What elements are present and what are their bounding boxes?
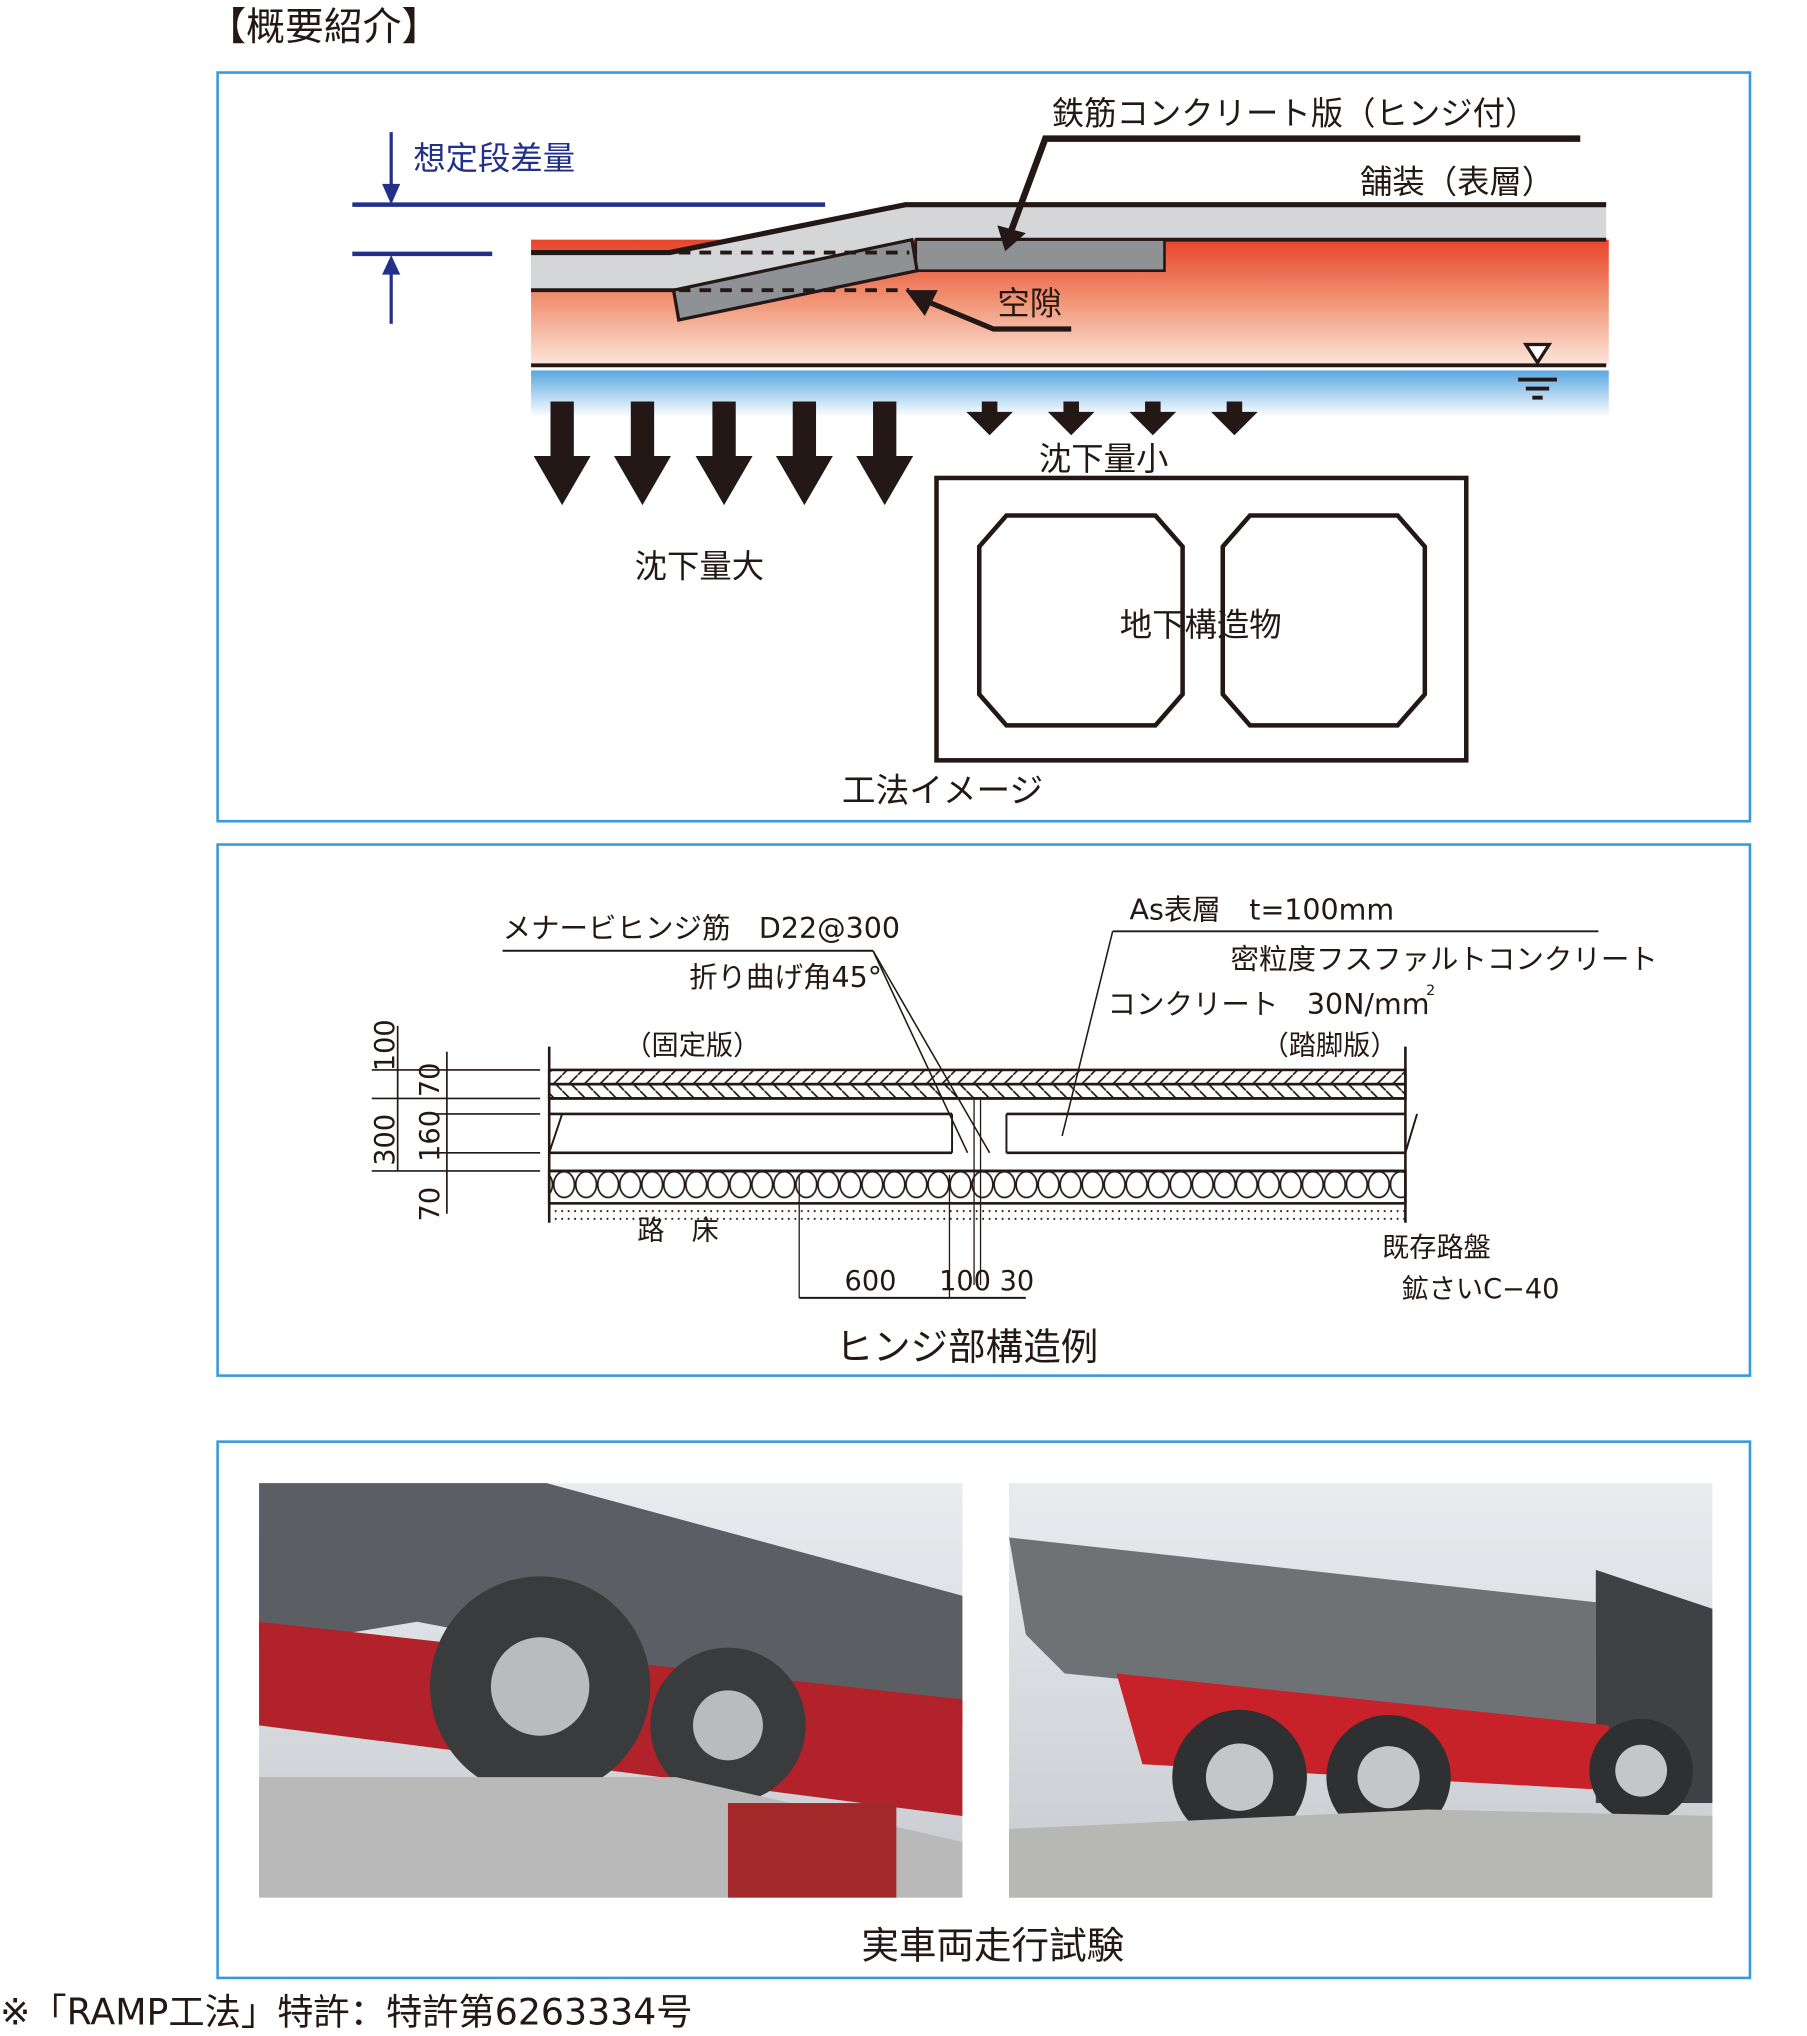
dim-100-30: 100 30 <box>939 1266 1034 1297</box>
hinge-section-panel: メナービヒンジ筋 D22@300 折り曲げ角45° As表層 t=100mm 密… <box>216 843 1752 1377</box>
slab-label: 鉄筋コンクリート版（ヒンジ付） <box>1052 94 1538 132</box>
photo-truck-side <box>1009 1483 1713 1898</box>
method-image-panel: 想定段差量 鉄筋コンクリート版（ヒンジ付） 舗装（表層） 空隙 <box>216 71 1752 823</box>
dim-160: 160 <box>415 1110 446 1162</box>
arrow-down-icon <box>695 401 753 506</box>
slab-leader <box>1007 135 1581 235</box>
base-material-label: 鉱さいC−40 <box>1402 1274 1560 1305</box>
structure-label: 地下構造物 <box>1120 606 1282 644</box>
step-marker <box>352 132 826 324</box>
photo-truck-closeup <box>259 1483 963 1898</box>
dim-70-bottom: 70 <box>415 1187 446 1222</box>
hinge-slab <box>914 238 1166 273</box>
underground-structure <box>934 475 1469 763</box>
dimension-lines <box>371 1025 541 1214</box>
concrete-unit-superscript: 2 <box>1426 983 1435 999</box>
small-settlement-arrows <box>966 401 1258 436</box>
vehicle-test-photos: 実車両走行試験 <box>259 1483 1713 1967</box>
void-label: 空隙 <box>997 285 1062 323</box>
dim-100: 100 <box>370 1019 401 1071</box>
dim-70-top: 70 <box>415 1063 446 1098</box>
pavement-layer <box>531 204 1607 291</box>
method-image-diagram: 想定段差量 鉄筋コンクリート版（ヒンジ付） 舗装（表層） 空隙 <box>352 94 1609 810</box>
small-settlement-label: 沈下量小 <box>1039 440 1169 478</box>
water-level-icon <box>1518 342 1557 400</box>
patent-footnote: ※「RAMP工法」特許：特許第6263334号 <box>0 1990 693 2034</box>
arrow-down-icon <box>966 401 1013 436</box>
rebar-label: メナービヒンジ筋 D22@300 <box>503 912 900 945</box>
hinge-section-diagram: メナービヒンジ筋 D22@300 折り曲げ角45° As表層 t=100mm 密… <box>370 894 1658 1369</box>
fixed-slab-label: （固定版） <box>624 1030 760 1061</box>
culvert-cell-left <box>976 513 1185 728</box>
arrow-down-icon <box>856 401 914 506</box>
subgrade-label: 路 床 <box>637 1216 719 1247</box>
section-heading: 【概要紹介】 <box>207 5 441 51</box>
arrow-down-icon <box>1129 401 1177 436</box>
arrow-down-icon <box>1047 401 1095 436</box>
pavement-layers <box>547 1046 1418 1299</box>
tilted-slab <box>671 237 919 322</box>
arrow-down-icon <box>1211 401 1258 436</box>
bend-angle-label: 折り曲げ角45° <box>689 961 882 994</box>
step-label: 想定段差量 <box>413 140 575 178</box>
large-settlement-arrows <box>533 401 914 506</box>
surface-label: As表層 t=100mm <box>1130 894 1395 927</box>
method-image-caption: 工法イメージ <box>842 771 1043 810</box>
pavement-label: 舗装（表層） <box>1360 163 1554 201</box>
arrow-down-icon <box>775 401 833 506</box>
base-label: 既存路盤 <box>1382 1232 1491 1263</box>
concrete-label: コンクリート 30N/mm <box>1107 988 1429 1021</box>
dim-600: 600 <box>845 1266 897 1297</box>
culvert-cell-right <box>1220 513 1428 728</box>
arrow-down-icon <box>533 401 591 506</box>
asphalt-label: 密粒度フスファルトコンクリート <box>1231 943 1658 976</box>
approach-slab-label: （踏脚版） <box>1262 1030 1398 1061</box>
vehicle-test-panel: 実車両走行試験 <box>216 1440 1752 1980</box>
hinge-section-caption: ヒンジ部構造例 <box>835 1325 1098 1369</box>
vehicle-test-caption: 実車両走行試験 <box>861 1923 1124 1967</box>
arrow-down-icon <box>613 401 671 506</box>
dim-300: 300 <box>370 1114 401 1166</box>
large-settlement-label: 沈下量大 <box>635 548 765 586</box>
